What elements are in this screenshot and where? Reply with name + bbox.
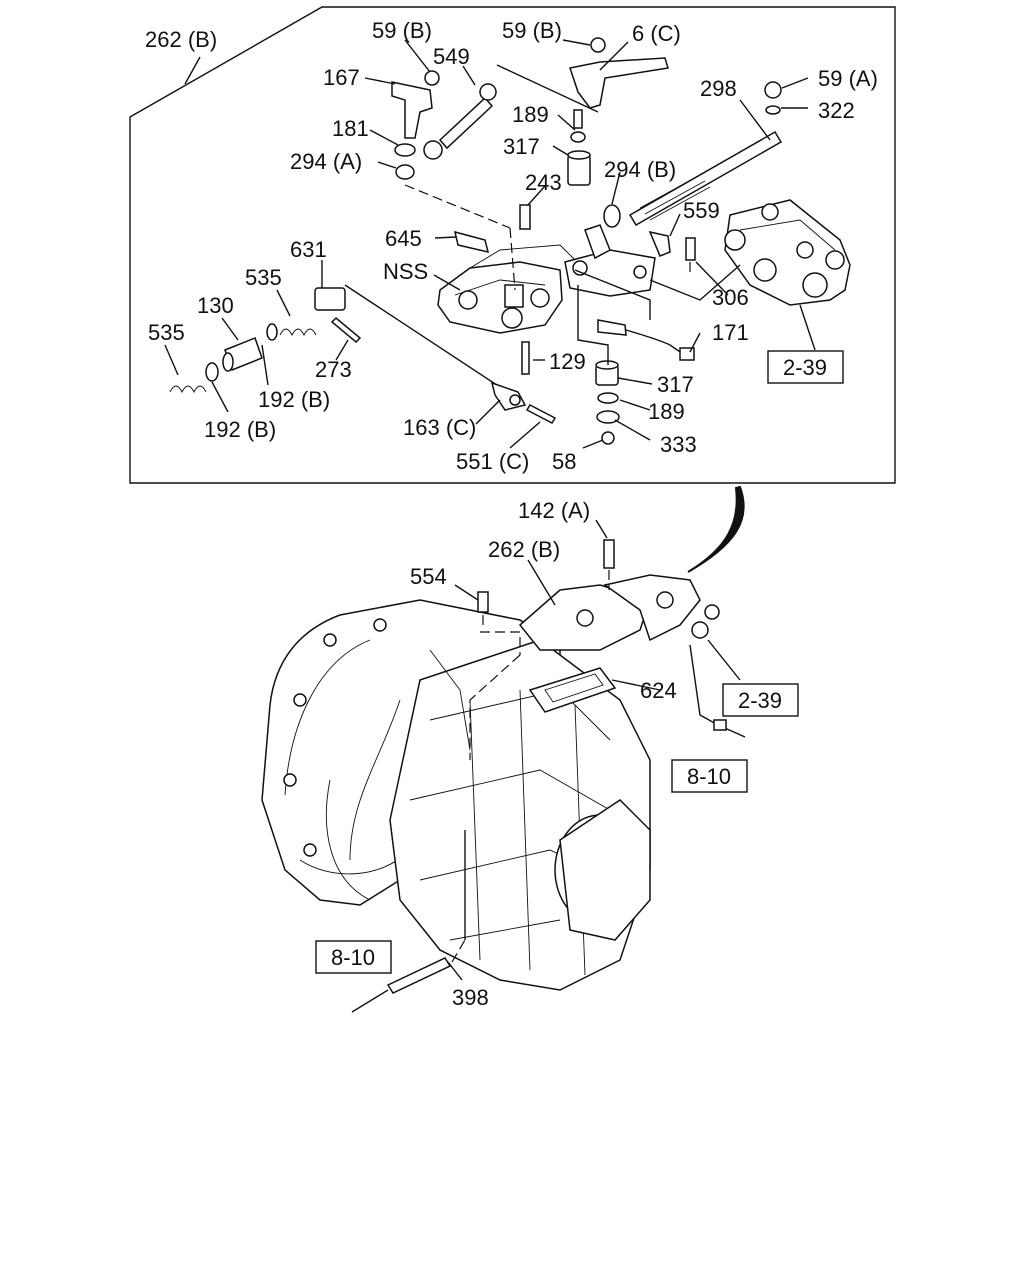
svg-text:8-10: 8-10 xyxy=(331,945,375,970)
label-59b-1: 59 (B) xyxy=(372,18,432,43)
label-294b: 294 (B) xyxy=(604,157,676,182)
label-559: 559 xyxy=(683,198,720,223)
label-317-top: 317 xyxy=(503,134,540,159)
shift-bracket xyxy=(564,224,656,297)
label-192b-2: 192 (B) xyxy=(204,417,276,442)
label-189-top: 189 xyxy=(512,102,549,127)
shift-rod xyxy=(603,130,783,228)
label-551c: 551 (C) xyxy=(456,449,529,474)
label-535-2: 535 xyxy=(148,320,185,345)
lower-pins xyxy=(490,341,557,424)
label-624: 624 xyxy=(640,678,677,703)
label-167: 167 xyxy=(323,65,360,90)
label-631: 631 xyxy=(290,237,327,262)
part-labels: 262 (B) 59 (B) 549 59 (B) 6 (C) 167 298 … xyxy=(145,18,878,1010)
sensor-171 xyxy=(577,285,695,365)
ref-box-2-39-top[interactable]: 2-39 xyxy=(767,350,844,384)
label-59a: 59 (A) xyxy=(818,66,878,91)
label-294a: 294 (A) xyxy=(290,149,362,174)
detent-assembly xyxy=(169,284,513,396)
label-645: 645 xyxy=(385,226,422,251)
leader-lines-lower xyxy=(447,519,661,981)
label-243: 243 xyxy=(525,170,562,195)
label-262b-mid: 262 (B) xyxy=(488,537,560,562)
label-181: 181 xyxy=(332,116,369,141)
label-273: 273 xyxy=(315,357,352,382)
lever-6c xyxy=(569,37,669,143)
label-163c: 163 (C) xyxy=(403,415,476,440)
detail-frame xyxy=(129,6,896,484)
shift-housing xyxy=(437,244,576,334)
label-333: 333 xyxy=(660,432,697,457)
label-171: 171 xyxy=(712,320,749,345)
label-189-bot: 189 xyxy=(648,399,685,424)
label-306: 306 xyxy=(712,285,749,310)
leader-lines-upper xyxy=(164,39,816,449)
svg-text:2-39: 2-39 xyxy=(738,688,782,713)
lever-167 xyxy=(391,70,440,139)
label-317-bot: 317 xyxy=(657,372,694,397)
link-549 xyxy=(423,83,497,160)
svg-text:2-39: 2-39 xyxy=(783,355,827,380)
svg-text:8-10: 8-10 xyxy=(687,764,731,789)
label-535-1: 535 xyxy=(245,265,282,290)
transmission-assembly xyxy=(261,539,746,1013)
upper-bushing xyxy=(394,143,591,291)
label-398: 398 xyxy=(452,985,489,1010)
connection-arrow xyxy=(687,485,745,573)
label-59b-2: 59 (B) xyxy=(502,18,562,43)
label-58: 58 xyxy=(552,449,576,474)
label-549: 549 xyxy=(433,44,470,69)
ref-box-8-10-mid[interactable]: 8-10 xyxy=(671,759,748,793)
label-142a: 142 (A) xyxy=(518,498,590,523)
valve-block xyxy=(724,199,851,306)
label-262b-top: 262 (B) xyxy=(145,27,217,52)
label-298: 298 xyxy=(700,76,737,101)
label-192b-1: 192 (B) xyxy=(258,387,330,412)
label-nss: NSS xyxy=(383,259,428,284)
label-554: 554 xyxy=(410,564,447,589)
label-130: 130 xyxy=(197,293,234,318)
label-322: 322 xyxy=(818,98,855,123)
label-129: 129 xyxy=(549,349,586,374)
lower-bushing xyxy=(595,360,620,445)
bolts-upper xyxy=(453,204,696,276)
ref-box-8-10-bot[interactable]: 8-10 xyxy=(315,940,392,974)
nut-59a xyxy=(764,81,782,115)
ref-box-2-39-mid[interactable]: 2-39 xyxy=(722,683,799,717)
label-6c: 6 (C) xyxy=(632,21,681,46)
